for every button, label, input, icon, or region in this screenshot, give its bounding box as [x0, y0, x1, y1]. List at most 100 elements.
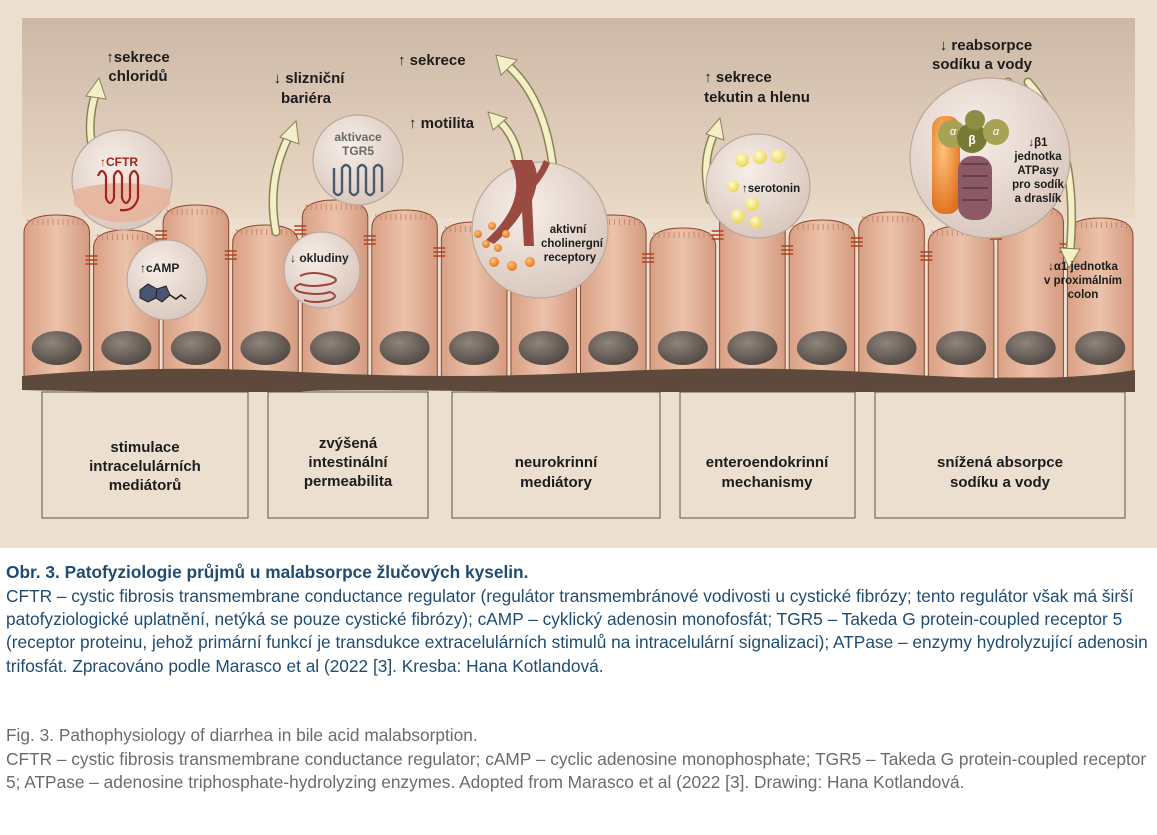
acetylcholine-vesicles — [474, 222, 535, 271]
cholinergic-label-line: receptory — [544, 252, 597, 264]
figure-caption-title-en: Fig. 3. Pathophysiology of diarrhea in b… — [6, 725, 478, 745]
inset-camp: ↑cAMP — [126, 239, 208, 321]
effect-labels: ↑sekrece chloridů ↓ slizniční bariéra ↑ … — [106, 37, 1032, 132]
mechanism-box-sodium-water-absorption — [874, 391, 1126, 519]
tight-junction — [850, 237, 863, 247]
cell-nucleus — [101, 331, 152, 365]
tight-junction — [294, 225, 307, 235]
alpha1-annotation: ↓α1 jednotka v proximálním colon — [1044, 261, 1122, 301]
tight-junction — [642, 253, 655, 263]
beta1-label-line: ATPasy — [1017, 165, 1059, 177]
tight-junction — [85, 255, 98, 265]
mechanism-label-line: mechanismy — [722, 474, 814, 491]
microvilli — [27, 219, 84, 225]
basement-membrane — [22, 368, 1135, 396]
atpase-alpha-right-label: α — [993, 126, 1000, 138]
atpase-alpha-left-label: α — [950, 126, 957, 138]
inset-cftr: ↑CFTR — [71, 129, 173, 231]
camp-label: ↑cAMP — [140, 261, 179, 275]
mechanism-label-line: mediátorů — [109, 477, 182, 494]
figure-caption-title-cz: Obr. 3. Patofyziologie průjmů u malabsor… — [6, 562, 529, 582]
alpha1-label-line: v proximálním — [1044, 275, 1122, 287]
cell-nucleus — [588, 331, 639, 365]
mucosal-barrier-label-line: ↓ slizniční — [274, 70, 346, 87]
beta1-label-line: jednotka — [1013, 151, 1062, 163]
cell-nucleus — [518, 331, 569, 365]
cell-nucleus — [1075, 331, 1126, 365]
cholinergic-label-line: cholinergní — [541, 238, 604, 250]
tight-junction — [224, 250, 237, 260]
microvilli — [166, 209, 223, 215]
tight-junction — [363, 235, 376, 245]
cell-nucleus — [1005, 331, 1056, 365]
figure-caption-body-en: CFTR – cystic fibrosis transmembrane con… — [6, 749, 1147, 793]
chloride-secretion-label-line: ↑sekrece — [106, 49, 169, 66]
inset-occludins: ↓ okludiny — [283, 231, 361, 309]
mechanism-boxes: stimulace intracelulárních mediátorů zvý… — [41, 391, 1126, 519]
mechanism-box-neurocrine — [451, 391, 661, 519]
beta1-label-line: pro sodík — [1012, 179, 1064, 191]
mechanism-label-line: mediátory — [520, 474, 592, 491]
cell-nucleus — [727, 331, 778, 365]
sodium-water-reabsorption-label-line: sodíku a vody — [932, 56, 1033, 73]
mechanism-box-intestinal-permeability — [267, 391, 429, 519]
atpase-beta-label: β — [968, 133, 975, 147]
tight-junction — [155, 230, 168, 240]
cell-nucleus — [796, 331, 848, 365]
motility-label: ↑ motilita — [409, 115, 475, 132]
serotonin-granules — [727, 149, 785, 228]
tgr5-receptor-icon — [332, 163, 384, 197]
mechanism-label-line: intestinální — [308, 454, 388, 471]
cholinergic-label-line: aktivní — [550, 224, 587, 236]
cftr-channel-icon — [96, 169, 140, 212]
tgr5-label-line: aktivace — [334, 130, 382, 144]
serotonin-label: ↑serotonin — [742, 183, 800, 195]
occludin-protein-icon — [294, 272, 337, 303]
inset-tgr5: aktivace TGR5 — [312, 114, 404, 206]
microvilli — [653, 232, 710, 238]
mechanism-label-line: stimulace — [110, 439, 179, 456]
arrow-mucosal-barrier — [268, 119, 300, 237]
beta1-label-line: a draslík — [1015, 193, 1062, 205]
cell-nucleus — [240, 331, 291, 365]
microvilli — [862, 216, 919, 222]
chloride-secretion-label-line: chloridů — [108, 68, 167, 85]
mucosal-barrier-label-line: bariéra — [281, 90, 332, 107]
tight-junction — [711, 230, 724, 240]
mechanism-label-line: sodíku a vody — [950, 474, 1051, 491]
alpha1-label-line: ↓α1 jednotka — [1048, 261, 1118, 273]
inset-cholinergic: aktivní cholinergní receptory — [471, 160, 609, 299]
microvilli — [792, 224, 849, 230]
microvilli — [305, 204, 362, 210]
cell-nucleus — [309, 331, 361, 365]
cell-nucleus — [866, 331, 917, 365]
mechanism-box-enteroendocrine — [679, 391, 856, 519]
mechanism-label-line: enteroendokrinní — [706, 454, 829, 471]
inset-serotonin: ↑serotonin — [705, 133, 811, 239]
microvilli — [97, 234, 154, 240]
cell-nucleus — [379, 331, 430, 365]
nerve-fiber-icon — [486, 160, 550, 246]
alpha1-label-line: colon — [1068, 289, 1099, 301]
mechanism-label-line: zvýšená — [319, 435, 378, 452]
cell-nucleus — [170, 331, 221, 365]
cell-nucleus — [31, 331, 82, 365]
cell-nucleus — [449, 331, 500, 365]
tight-junction — [781, 245, 794, 255]
cell-nucleus — [936, 331, 987, 365]
mechanism-box-intracellular-mediators — [41, 391, 249, 519]
mechanism-label-line: snížená absorpce — [937, 454, 1063, 471]
tight-junction — [920, 251, 933, 261]
pathophysiology-diagram: stimulace intracelulárních mediátorů zvý… — [0, 0, 1157, 548]
mechanism-label-line: neurokrinní — [515, 454, 598, 471]
figure-caption-body-cz: CFTR – cystic fibrosis transmembrane con… — [6, 586, 1148, 676]
sodium-water-reabsorption-label-line: ↓ reabsorpce — [940, 37, 1033, 54]
microvilli — [375, 214, 432, 220]
fluid-mucus-secretion-label-line: ↑ sekrece — [704, 69, 772, 86]
fluid-mucus-secretion-label-line: tekutin a hlenu — [704, 89, 810, 106]
atpase-complex-icon — [932, 110, 1009, 220]
tight-junction — [433, 247, 446, 257]
secretion-label: ↑ sekrece — [398, 52, 466, 69]
tgr5-label-line: TGR5 — [342, 144, 374, 158]
cell-nucleus — [657, 331, 708, 365]
